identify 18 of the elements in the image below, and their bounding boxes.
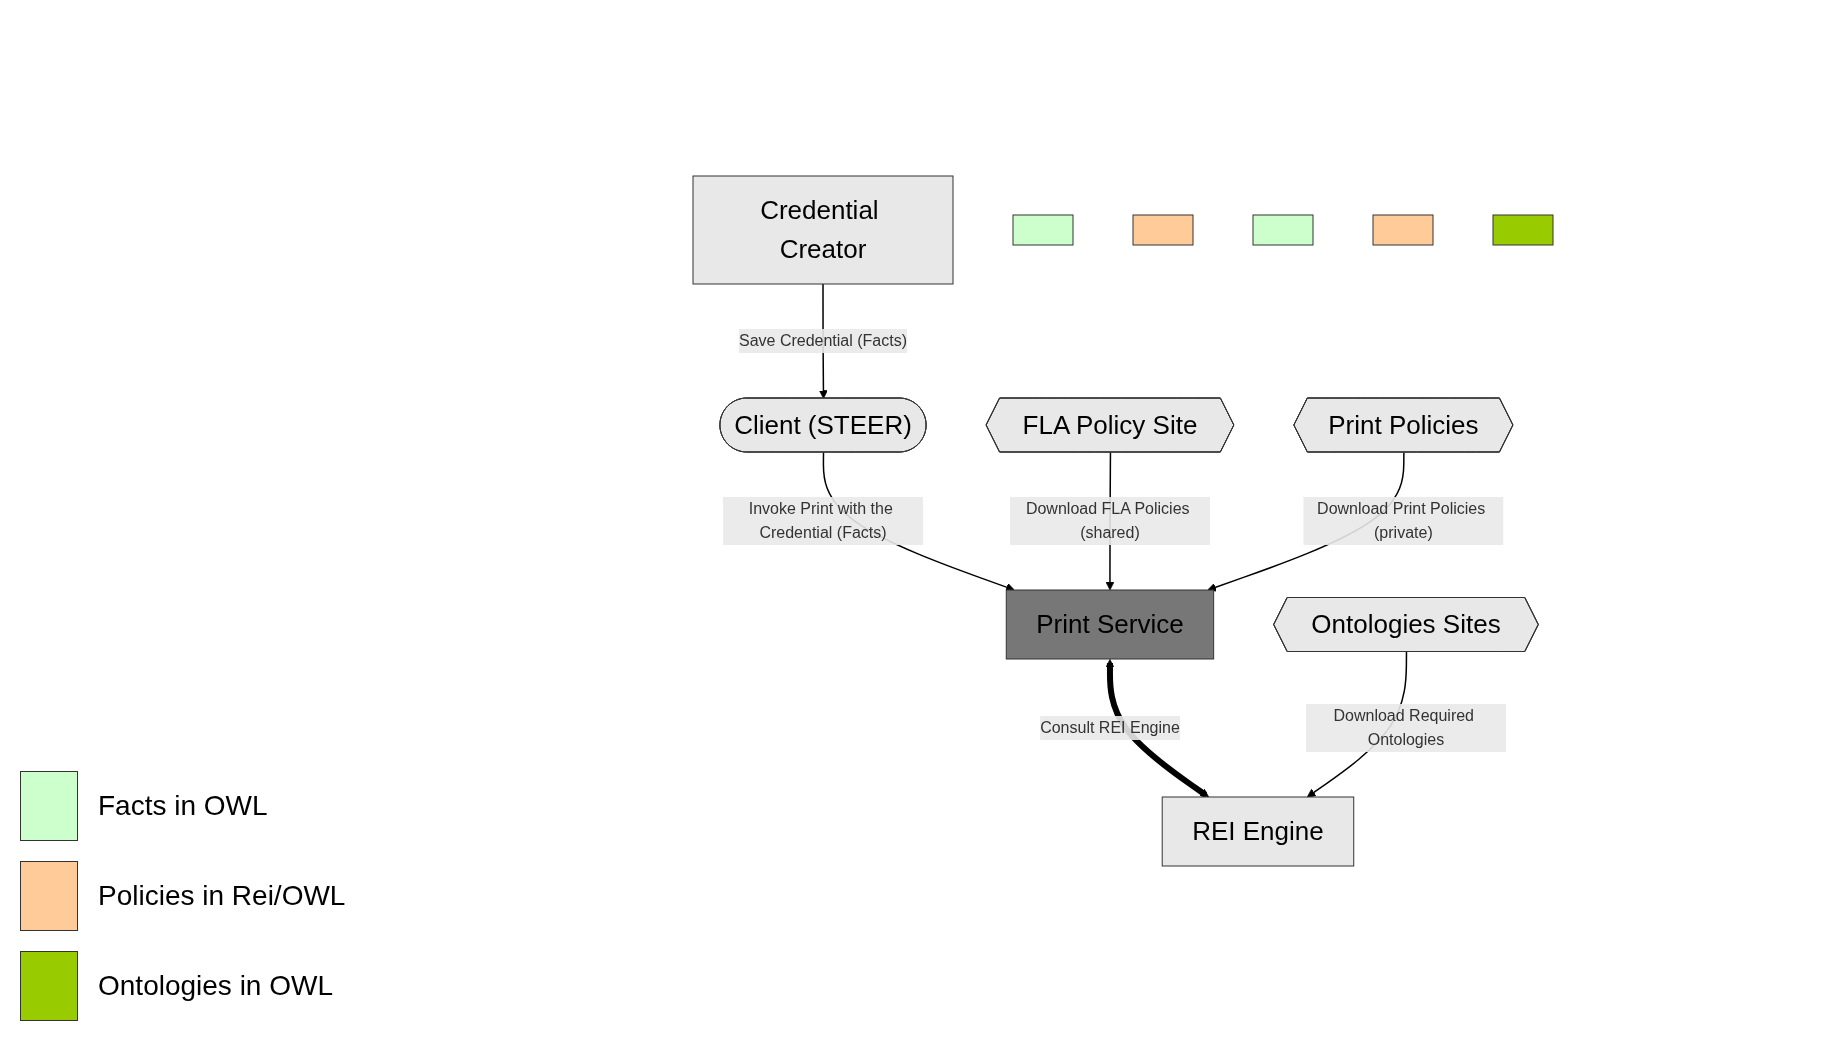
node-box: REI Engine <box>1161 796 1354 866</box>
legend-label: Ontologies in OWL <box>98 970 333 1002</box>
legend-label: Facts in OWL <box>98 790 268 822</box>
edge-label: Download Print Policies (private) <box>1316 499 1485 541</box>
edge-label: Download Required Ontologies <box>1332 706 1474 748</box>
node-box <box>1372 214 1433 245</box>
legend-label: Policies in Rei/OWL <box>98 880 346 912</box>
edge-label: Consult REI Engine <box>1039 718 1180 736</box>
node-box: Credential Creator <box>692 175 953 284</box>
node-box <box>1012 214 1073 245</box>
edge-label: Invoke Print with the Credential (Facts) <box>748 499 893 541</box>
arrow <box>1105 658 1209 797</box>
edge-label: Download FLA Policies (shared) <box>1025 499 1190 541</box>
node-box <box>1132 214 1193 245</box>
node-box <box>1252 214 1313 245</box>
node-box: Print Service <box>1005 589 1214 659</box>
edge-label: Save Credential (Facts) <box>738 331 907 349</box>
node-box <box>1492 214 1553 245</box>
